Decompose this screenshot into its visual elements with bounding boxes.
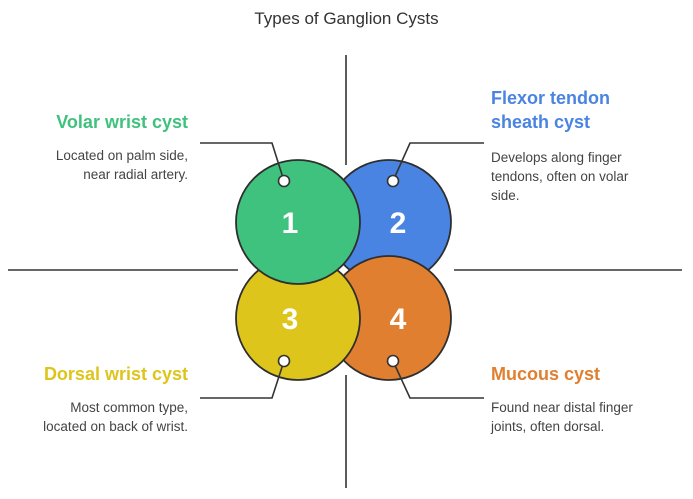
- heading-line: Volar wrist cyst: [56, 112, 188, 132]
- heading-mucous-cyst: Mucous cyst: [491, 362, 600, 386]
- desc-volar-wrist-cyst: Located on palm side, near radial artery…: [56, 146, 188, 184]
- diagram-title: Types of Ganglion Cysts: [254, 9, 439, 28]
- desc-line: near radial artery.: [83, 167, 188, 182]
- connector-dot-3: [277, 354, 291, 368]
- desc-line: side.: [491, 188, 520, 203]
- heading-line: Dorsal wrist cyst: [43, 364, 188, 384]
- heading-line: Flexor tendon: [491, 88, 611, 108]
- desc-line: located on back of wrist.: [43, 419, 188, 434]
- circle-number-2: 2: [390, 207, 407, 240]
- desc-line: Most common type,: [70, 400, 188, 415]
- heading-dorsal-wrist-cyst: Dorsal wrist cyst: [44, 362, 188, 386]
- desc-dorsal-wrist-cyst: Most common type, located on back of wri…: [43, 398, 188, 436]
- desc-line: tendons, often on volar: [491, 169, 629, 184]
- desc-line: Develops along finger: [491, 150, 622, 165]
- connector-1: [200, 142, 285, 182]
- connector-4: [392, 360, 484, 399]
- circle-1: [235, 159, 361, 285]
- connector-dot-4: [386, 354, 400, 368]
- circle-number-3: 3: [282, 303, 299, 336]
- desc-mucous-cyst: Found near distal finger joints, often d…: [491, 398, 633, 436]
- desc-line: Located on palm side,: [55, 148, 188, 163]
- desc-flexor-tendon-sheath-cyst: Develops along finger tendons, often on …: [491, 148, 628, 205]
- circle-number-4: 4: [390, 303, 407, 336]
- heading-line: sheath cyst: [491, 112, 591, 132]
- desc-line: joints, often dorsal.: [491, 419, 605, 434]
- connector-2: [392, 142, 484, 182]
- heading-line: Mucous cyst: [491, 364, 601, 384]
- desc-line: Found near distal finger: [491, 400, 633, 415]
- connector-dot-2: [386, 174, 400, 188]
- heading-volar-wrist-cyst: Volar wrist cyst: [56, 110, 188, 134]
- connector-3: [200, 360, 285, 399]
- heading-flexor-tendon-sheath-cyst: Flexor tendon sheath cyst: [491, 86, 610, 134]
- connector-dot-1: [277, 174, 291, 188]
- circle-number-1: 1: [282, 207, 299, 240]
